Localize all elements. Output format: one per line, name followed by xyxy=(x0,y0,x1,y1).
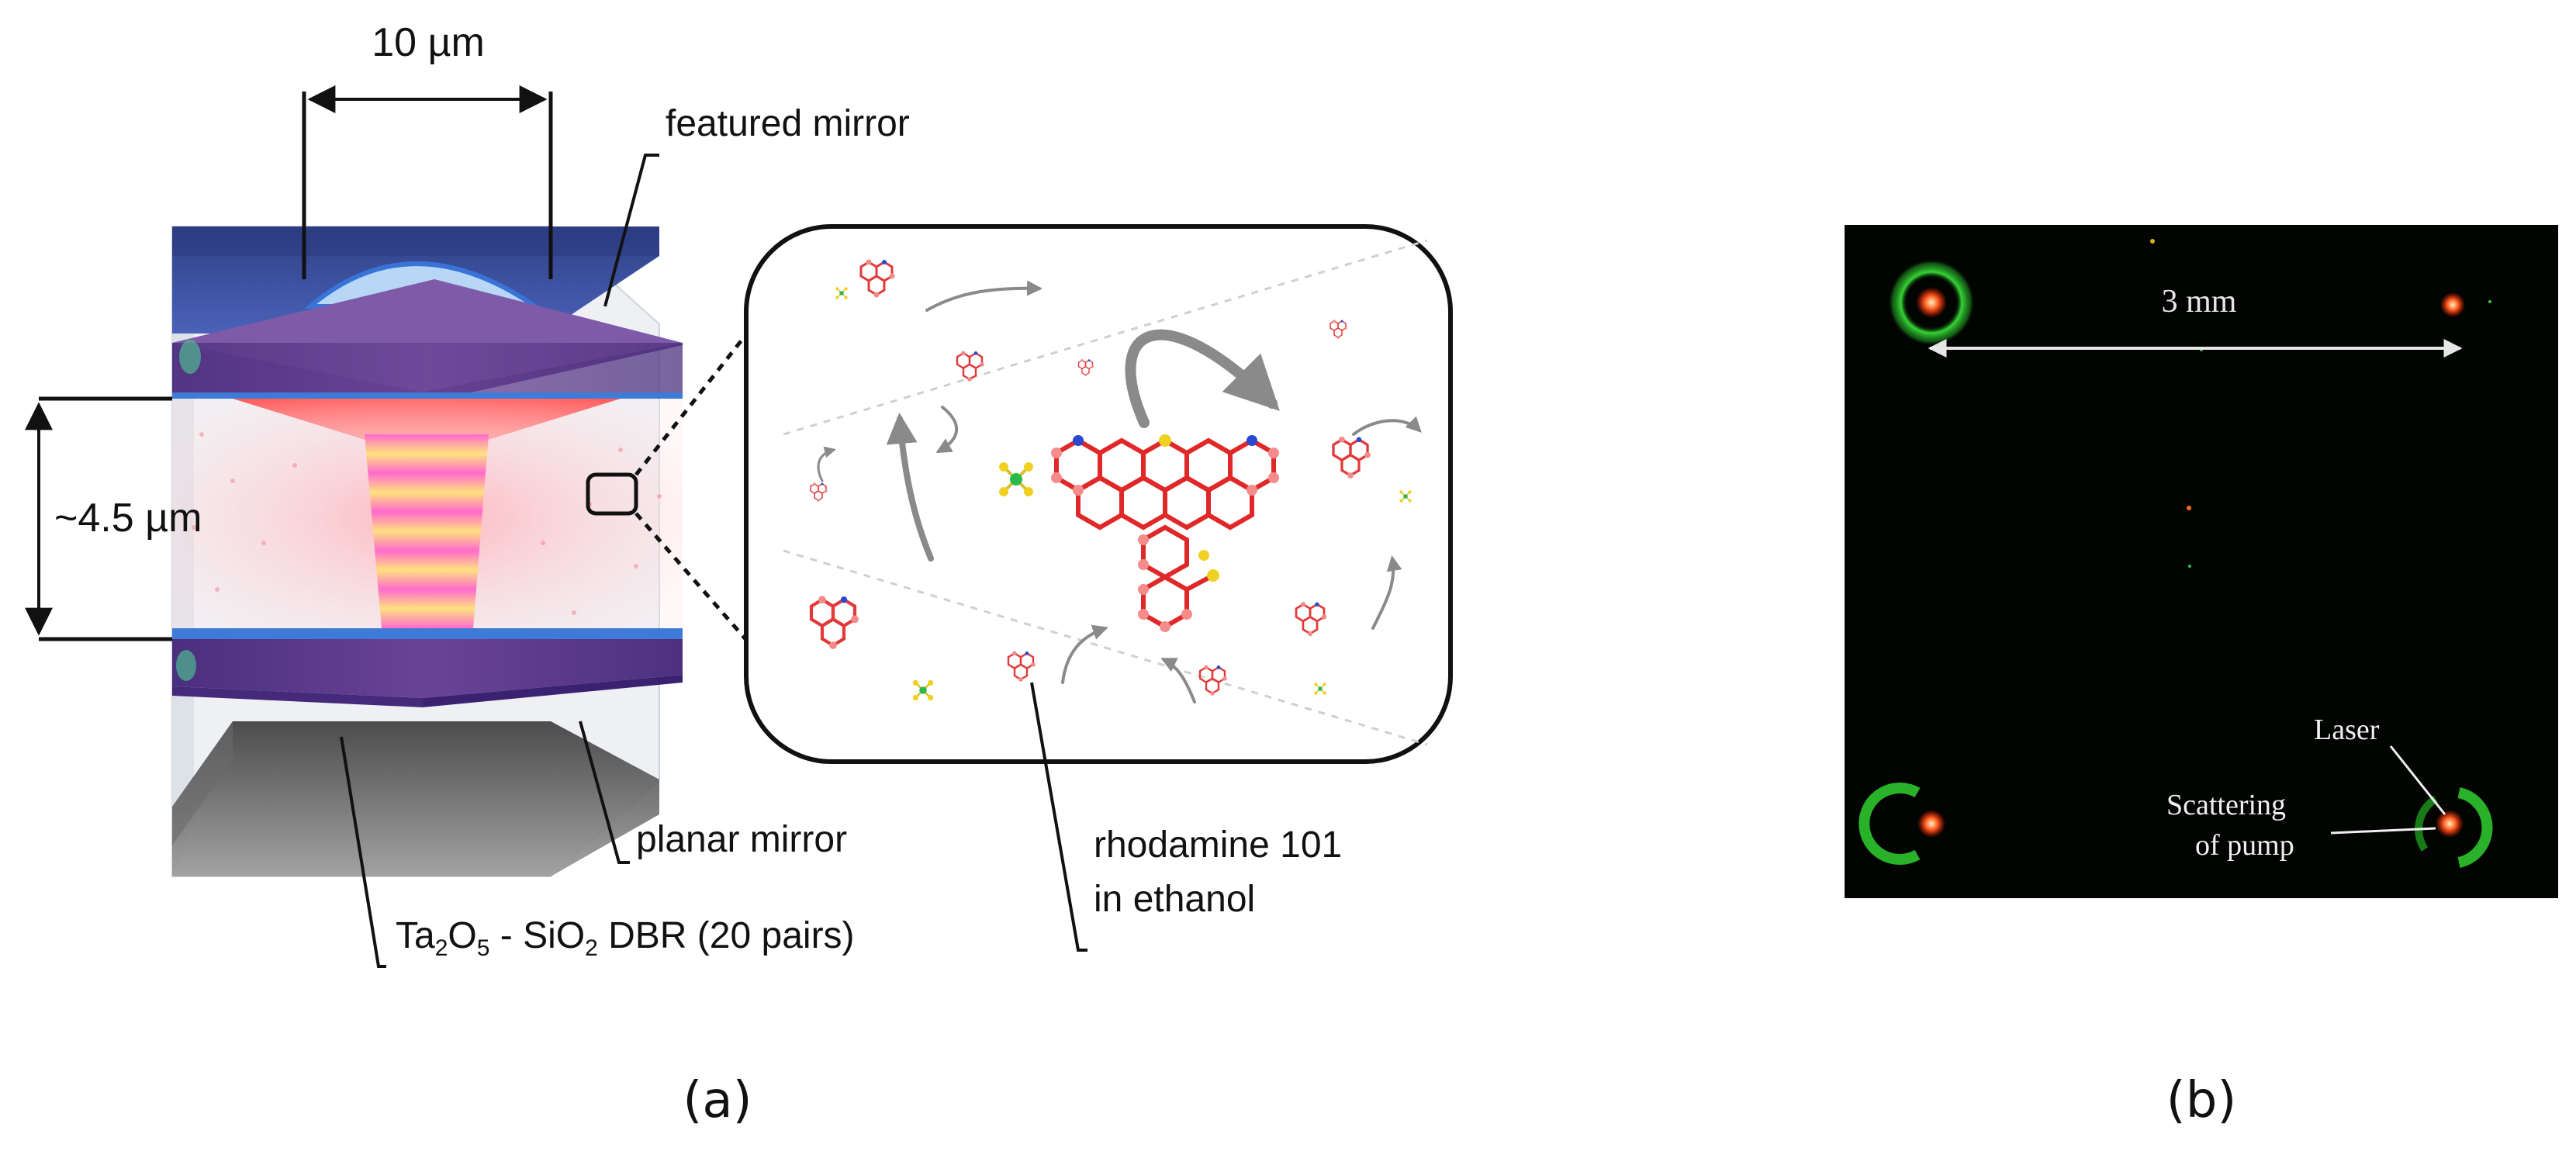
micrograph xyxy=(1845,225,2558,898)
planar-mirror-callout: planar mirror xyxy=(579,721,847,864)
laser-label: Laser xyxy=(2314,714,2380,746)
cavity-spot-top-left xyxy=(1888,259,1975,346)
panel-b-caption: (b) xyxy=(2166,1072,2237,1129)
dye-label-line1: rhodamine 101 xyxy=(1094,824,1342,866)
length-dimension: ~4.5 µm xyxy=(25,396,202,641)
length-label: ~4.5 µm xyxy=(54,496,202,541)
planar-mirror-label: planar mirror xyxy=(636,819,847,860)
featured-mirror-label: featured mirror xyxy=(666,103,910,144)
featured-mirror-plate xyxy=(172,279,683,403)
dbr-label: Ta2O5 - SiO2 DBR (20 pairs) xyxy=(396,915,855,961)
dye-callout: rhodamine 101 in ethanol xyxy=(1030,682,1342,952)
scale-label: 3 mm xyxy=(2162,284,2237,320)
width-label: 10 µm xyxy=(372,20,485,65)
planar-mirror-plate xyxy=(172,628,683,707)
scale-bar: 3 mm xyxy=(1928,284,2463,358)
cavity-spot-bottom-left xyxy=(1859,783,1945,865)
dye-label-line2: in ethanol xyxy=(1094,879,1255,920)
specks xyxy=(2150,239,2491,568)
standing-wave xyxy=(365,434,489,628)
dbr-callout: Ta2O5 - SiO2 DBR (20 pairs) xyxy=(340,736,855,968)
featured-mirror-callout: featured mirror xyxy=(603,103,910,307)
panel-b: 3 mm Laser Scattering of pump (b) xyxy=(1845,225,2558,1129)
width-dimension: 10 µm xyxy=(302,20,553,279)
panel-a-caption: (a) xyxy=(683,1072,752,1129)
cavity-spot-top-right xyxy=(2440,292,2465,317)
molecule-inset xyxy=(744,224,1453,764)
cavity-spot-bottom-right xyxy=(2415,787,2493,868)
panel-a: 10 µm ~4.5 µm featured mirror planar mir… xyxy=(25,20,1453,1129)
scatter-label-line1: Scattering xyxy=(2166,789,2286,821)
photo-annotations: Laser Scattering of pump xyxy=(2166,714,2446,862)
bottom-substrate xyxy=(172,721,659,876)
motion-arrows xyxy=(817,280,1422,703)
scatter-label-line2: of pump xyxy=(2195,829,2294,862)
rhodamine-molecule xyxy=(1051,434,1279,632)
